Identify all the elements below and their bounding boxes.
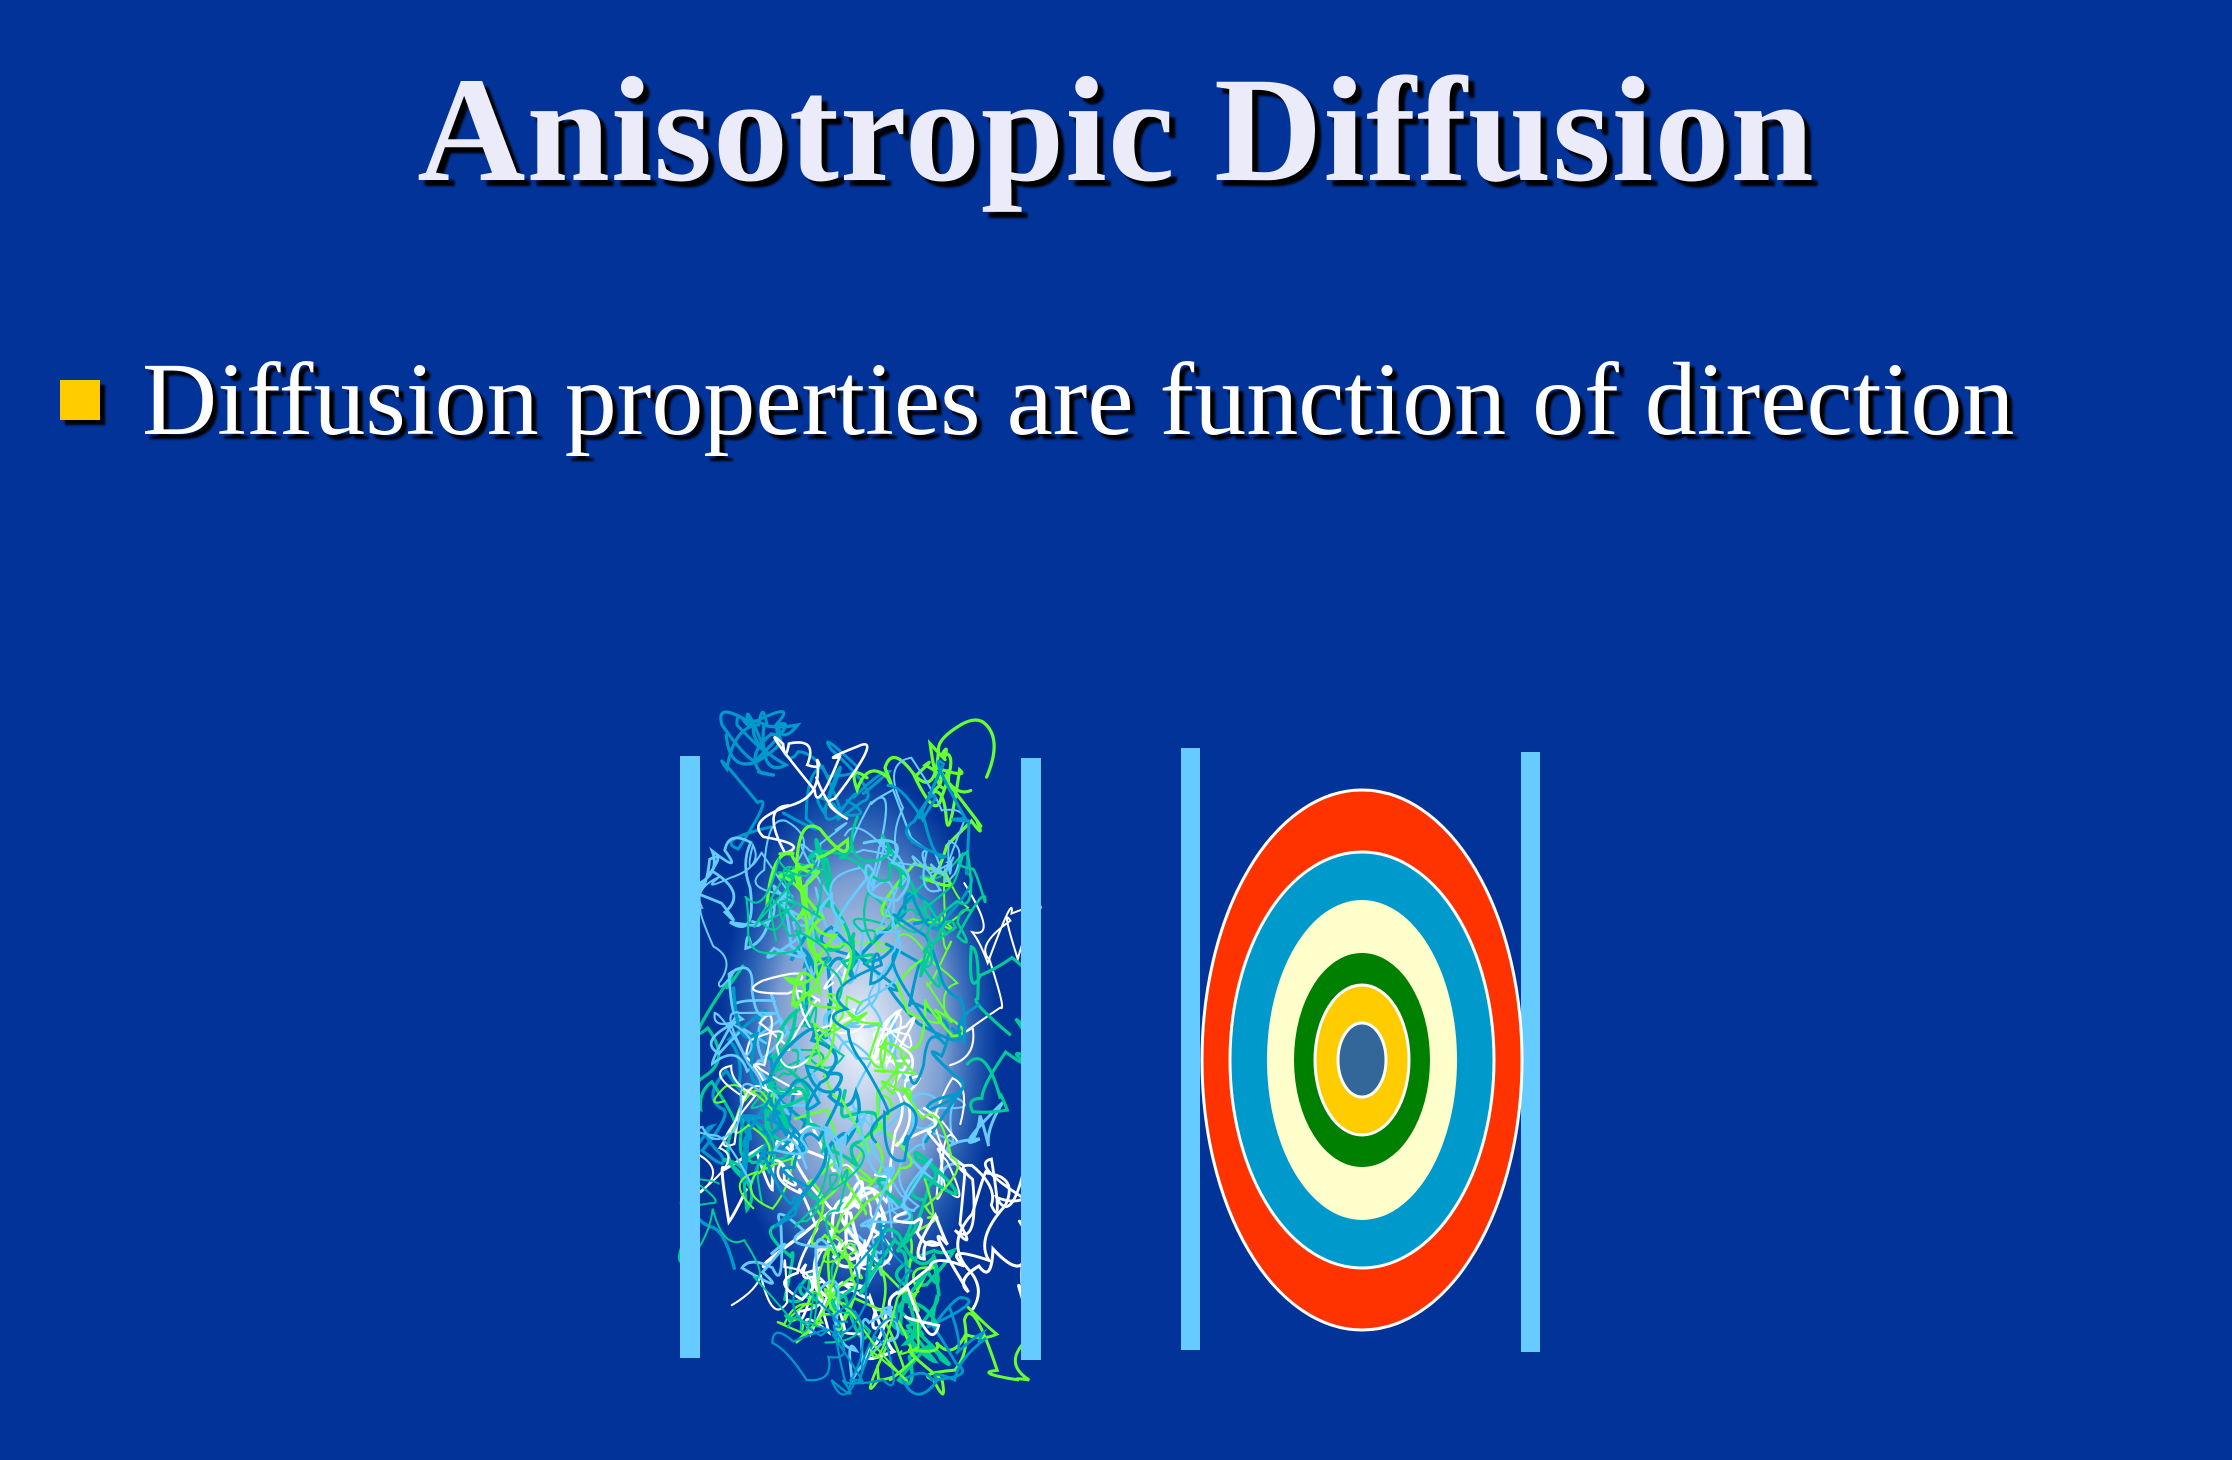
- random-walk-diagram: [677, 710, 1042, 1396]
- random-walk-path: [919, 849, 987, 989]
- random-walk-path: [757, 735, 869, 855]
- random-walk-path: [694, 1011, 777, 1185]
- random-walk-path: [719, 710, 802, 777]
- random-walk-path: [844, 756, 966, 883]
- random-walk-path: [837, 866, 970, 1023]
- random-walk-path: [740, 1212, 900, 1385]
- right-barrier-2: [1521, 752, 1540, 1352]
- bullet-item: Diffusion properties are function of dir…: [60, 340, 2014, 460]
- random-walk-path: [831, 949, 946, 1163]
- concentration-rings-diagram: [1181, 748, 1540, 1352]
- bullet-text: Diffusion properties are function of dir…: [142, 342, 2015, 457]
- bullet-square-icon: [60, 380, 100, 420]
- random-walk-path: [852, 756, 973, 827]
- random-walk-path: [765, 851, 826, 1009]
- slide-title: Anisotropic Diffusion: [417, 47, 1815, 213]
- random-walk-path: [773, 1112, 934, 1229]
- random-walk-path: [858, 1150, 959, 1347]
- ring-center: [1336, 1021, 1388, 1099]
- random-walk-path: [709, 966, 821, 1116]
- left-barrier-2: [1021, 758, 1041, 1360]
- random-walk-path: [767, 1007, 880, 1168]
- random-walk-path: [744, 839, 910, 959]
- random-walk-path: [845, 995, 959, 1216]
- random-walk-path: [897, 1169, 1011, 1337]
- random-walk-path: [886, 759, 981, 1046]
- random-walk-path: [901, 1296, 988, 1396]
- random-walk-path: [743, 856, 843, 1003]
- left-barrier-1: [680, 756, 700, 1358]
- random-walk-path: [771, 1224, 887, 1389]
- random-walk-path: [907, 1303, 1037, 1396]
- random-walk-path: [880, 718, 996, 918]
- right-barrier-1: [1181, 748, 1200, 1350]
- random-walk-path: [852, 852, 965, 946]
- random-walk-path: [781, 764, 893, 831]
- random-walk-path: [892, 1210, 1035, 1315]
- random-walk-path: [741, 1064, 842, 1228]
- random-walk-paths: [677, 710, 1042, 1396]
